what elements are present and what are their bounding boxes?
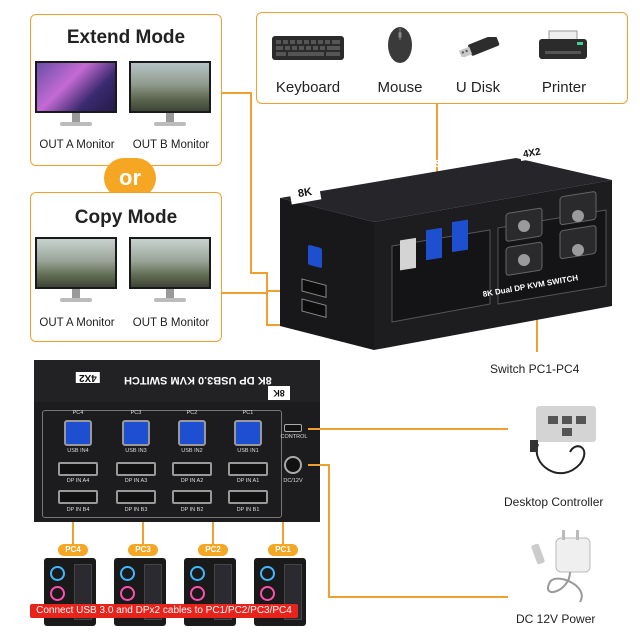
usb-port-label: USB IN3: [125, 448, 147, 454]
usb-b-port[interactable]: [122, 420, 150, 446]
rear-pc-label: PC3: [130, 410, 142, 416]
copy-mode-panel: Copy Mode OUT A Monitor OUT B Monitor: [30, 192, 222, 342]
rear-8k-badge: 8K: [268, 386, 290, 400]
connector-line: [328, 596, 508, 598]
printer-icon: [539, 30, 587, 59]
dp-in-a-label: DP IN A1: [236, 478, 260, 484]
connector-line: [282, 522, 284, 544]
copy-mode-title: Copy Mode: [74, 207, 178, 228]
connector-line: [142, 522, 144, 544]
desktop-controller-icon: [530, 406, 596, 475]
pc-tag: PC2: [198, 544, 228, 556]
rear-pc-label: PC1: [242, 410, 254, 416]
pc-tag: PC3: [128, 544, 158, 556]
dp-in-b-port[interactable]: [58, 490, 98, 504]
dp-in-b-label: DP IN B1: [236, 507, 260, 513]
dp-in-b-label: DP IN B3: [124, 507, 148, 513]
copy-monitor-b-label: OUT B Monitor: [132, 317, 210, 329]
dc-jack[interactable]: [284, 456, 302, 474]
extend-mode-title: Extend Mode: [66, 27, 186, 48]
dp-in-a-label: DP IN A4: [66, 478, 90, 484]
control-port[interactable]: [284, 424, 302, 432]
usb-b-port[interactable]: [234, 420, 262, 446]
mouse-icon: [388, 27, 412, 63]
dp-in-b-port[interactable]: [228, 490, 268, 504]
extend-monitor-b: [129, 61, 211, 127]
connector-line: [212, 522, 214, 544]
rear-pc-label: PC2: [186, 410, 198, 416]
dp-in-b-port[interactable]: [116, 490, 156, 504]
extend-monitor-a: [35, 61, 117, 127]
connector-line: [320, 428, 508, 430]
pc-tag: PC4: [58, 544, 88, 556]
rear-device-title: 8K DP USB3.0 KVM SWITCH: [124, 374, 272, 386]
keyboard-label: Keyboard: [275, 79, 341, 96]
switch-label: Switch PC1-PC4: [490, 362, 580, 376]
fan-icon: [120, 566, 135, 581]
rear-model-badge: 4X2: [76, 372, 100, 383]
dc-label: DC/12V: [283, 478, 303, 484]
extend-monitor-b-label: OUT B Monitor: [132, 139, 210, 151]
usb-drive-icon: [458, 37, 500, 57]
fan-icon: [190, 566, 205, 581]
connector-line: [222, 292, 266, 294]
dp-in-a-label: DP IN A2: [180, 478, 204, 484]
copy-monitor-a: [35, 237, 117, 303]
power-label: DC 12V Power: [516, 612, 596, 626]
dp-in-b-label: DP IN B2: [180, 507, 204, 513]
connector-line: [222, 92, 250, 94]
fan-icon: [260, 566, 275, 581]
dp-in-b-port[interactable]: [172, 490, 212, 504]
mouse-label: Mouse: [377, 79, 423, 96]
dp-in-a-label: DP IN A3: [124, 478, 148, 484]
copy-monitor-a-label: OUT A Monitor: [39, 317, 115, 329]
usb-port-label: USB IN4: [67, 448, 89, 454]
connector-line: [308, 464, 328, 466]
dp-in-a-port[interactable]: [58, 462, 98, 476]
peripherals-panel: Keyboard Mouse U Disk Printer: [256, 12, 628, 104]
fan-icon: [120, 586, 135, 601]
dp-in-a-port[interactable]: [228, 462, 268, 476]
extend-monitor-a-label: OUT A Monitor: [39, 139, 115, 151]
fan-icon: [190, 586, 205, 601]
keyboard-icon: [272, 36, 344, 60]
control-label: CONTROL: [280, 434, 308, 440]
usb-port-label: USB IN1: [237, 448, 259, 454]
connector-line: [250, 92, 252, 272]
kvm-switch-front: [280, 158, 612, 350]
pc-tag: PC1: [268, 544, 298, 556]
or-badge: or: [104, 158, 156, 198]
connector-line: [536, 290, 538, 352]
connector-line: [72, 522, 74, 544]
usb-port-label: USB IN2: [181, 448, 203, 454]
power-adapter-icon: [531, 530, 591, 603]
connector-line: [308, 428, 322, 430]
connect-banner: Connect USB 3.0 and DPx2 cables to PC1/P…: [30, 604, 298, 618]
dp-in-a-port[interactable]: [172, 462, 212, 476]
usb-b-port[interactable]: [178, 420, 206, 446]
usb-b-port[interactable]: [64, 420, 92, 446]
printer-label: Printer: [541, 79, 587, 96]
connector-line: [266, 272, 268, 324]
rear-pc-label: PC4: [72, 410, 84, 416]
connector-line: [250, 272, 266, 274]
connector-line: [328, 464, 330, 596]
copy-monitor-b: [129, 237, 211, 303]
dp-in-a-port[interactable]: [116, 462, 156, 476]
fan-icon: [260, 586, 275, 601]
fan-icon: [50, 586, 65, 601]
fan-icon: [50, 566, 65, 581]
dp-in-b-label: DP IN B4: [66, 507, 90, 513]
udisk-label: U Disk: [455, 79, 501, 96]
front-8k-text: 8K: [297, 185, 313, 201]
desktop-controller-label: Desktop Controller: [504, 495, 604, 509]
extend-mode-panel: Extend Mode OUT A Monitor OUT B Monitor: [30, 14, 222, 166]
